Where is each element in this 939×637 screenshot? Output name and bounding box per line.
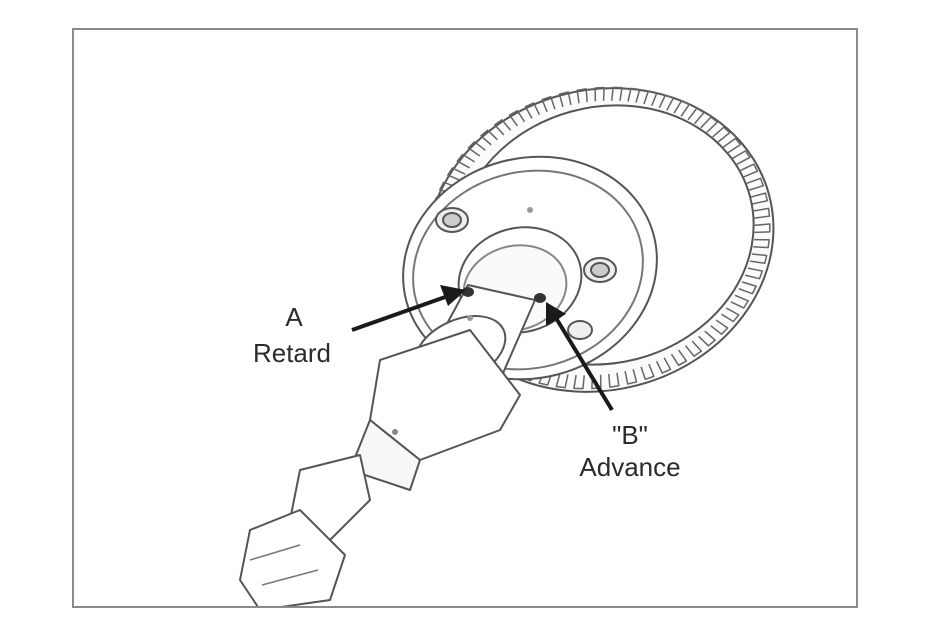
sprocket-tooth: [573, 374, 585, 390]
sprocket-tooth: [594, 86, 605, 102]
oil-port-b: [534, 293, 546, 303]
sprocket-tooth: [670, 349, 688, 367]
sprocket-tooth: [608, 372, 620, 388]
sprocket-tooth: [643, 90, 658, 107]
sprocket-tooth: [721, 307, 740, 323]
camshaft: [239, 284, 536, 606]
sprocket-tooth: [712, 126, 731, 143]
sprocket-tooth: [627, 87, 641, 103]
sprocket-tooth: [700, 116, 719, 133]
sprocket-tooth: [524, 102, 541, 119]
sprocket-tooth: [591, 374, 602, 390]
arrow-retard: [351, 285, 466, 332]
sprocket-tooth: [753, 238, 770, 249]
sprocket-tooth: [624, 368, 638, 385]
sprocket-tooth: [687, 107, 705, 125]
sprocket-tooth: [739, 163, 759, 178]
sprocket-tooth: [541, 95, 556, 113]
sprocket-tooth: [730, 294, 750, 309]
sprocket-tooth: [753, 207, 771, 219]
sprocket-tooth: [710, 319, 729, 335]
sprocket-tooth: [684, 340, 703, 357]
sprocket-tooth: [731, 150, 751, 166]
sprocket-tooth: [611, 86, 623, 102]
sprocket-tooth: [508, 109, 526, 127]
sprocket-tooth: [745, 267, 764, 280]
label-b: "B": [612, 420, 648, 450]
sprocket-tooth: [738, 281, 757, 295]
sprocket-tooth: [480, 129, 498, 146]
sprocket-tooth: [640, 363, 655, 381]
sprocket-tooth: [749, 253, 768, 265]
sprocket-tooth: [655, 357, 672, 374]
sprocket-tooth: [658, 94, 675, 111]
sprocket-tooth: [446, 167, 466, 182]
label-a: A: [285, 302, 303, 332]
sprocket-tooth: [750, 192, 769, 205]
sprocket-tooth: [698, 330, 716, 347]
sprocket-tooth: [493, 119, 512, 136]
sprocket-tooth: [754, 223, 771, 234]
sprocket-tooth: [555, 373, 569, 389]
oil-port-a: [462, 287, 474, 297]
label-retard: Retard: [252, 338, 332, 368]
sprocket-tooth: [558, 91, 572, 108]
sprocket-tooth: [576, 88, 588, 104]
sprocket-tooth: [673, 100, 690, 117]
arrow-advance: [546, 302, 614, 412]
sprocket-tooth: [467, 141, 486, 157]
sprocket-tooth: [722, 137, 742, 154]
sprocket-tooth: [745, 177, 764, 191]
sprocket-tooth: [456, 153, 475, 169]
label-advance: Advance: [579, 452, 681, 482]
